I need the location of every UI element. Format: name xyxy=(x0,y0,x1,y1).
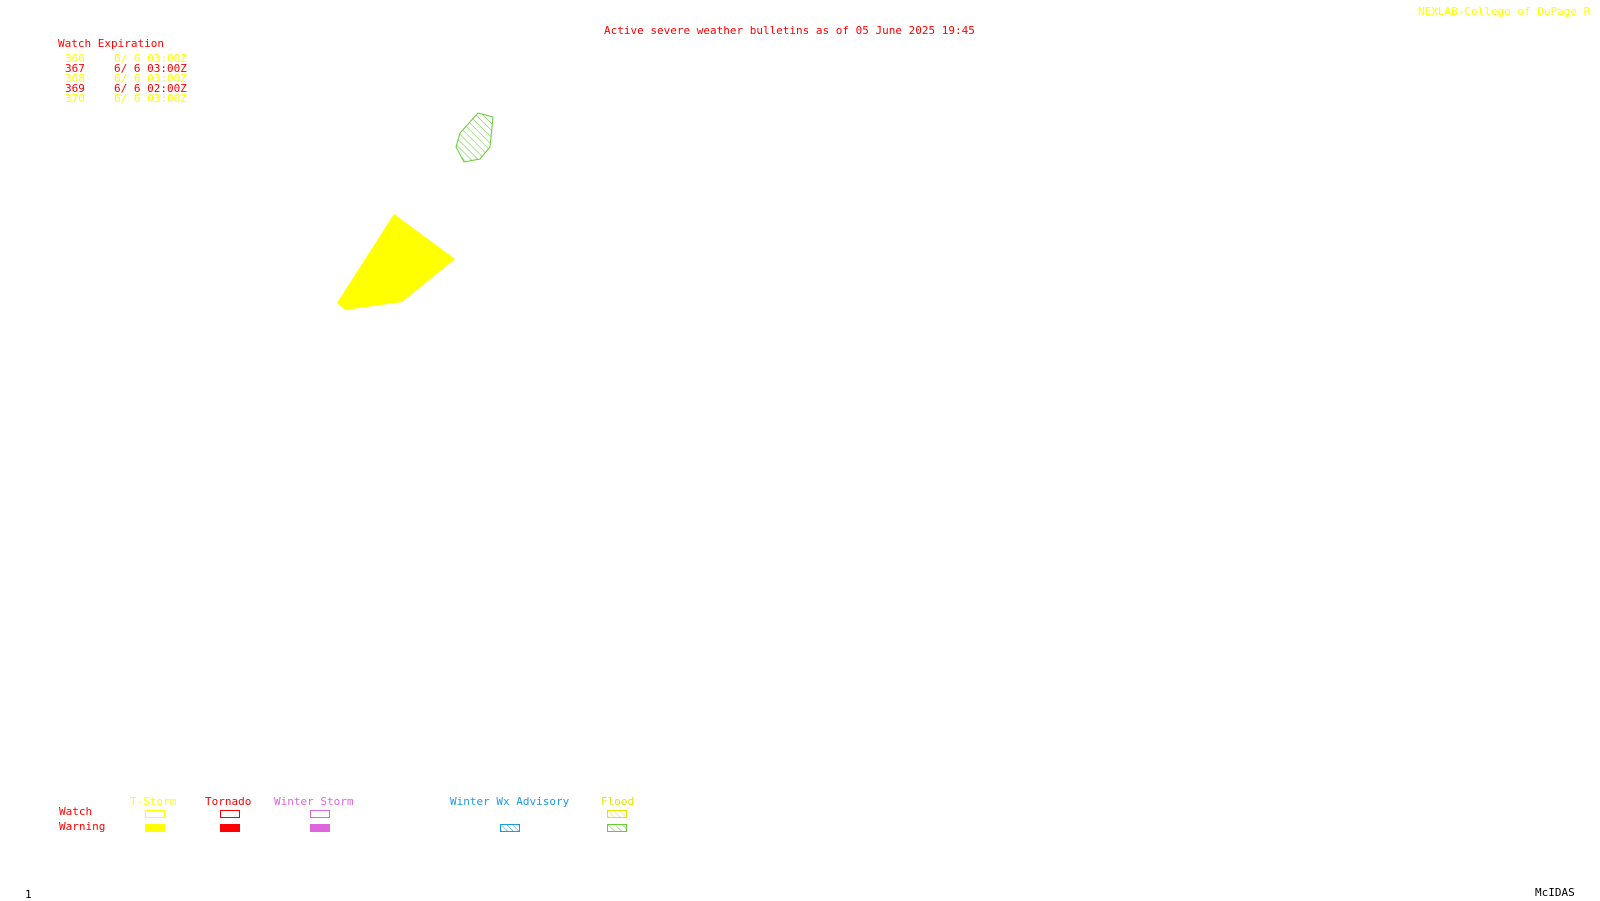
legend-winter-storm-warning-swatch xyxy=(310,824,330,832)
legend-winter-storm-label: Winter Storm xyxy=(274,795,354,808)
legend-row-warning: Warning xyxy=(59,820,106,833)
legend-tstorm-label: T-Storm xyxy=(130,795,177,808)
legend-tornado-label: Tornado xyxy=(205,795,252,808)
legend-winter-storm-watch-swatch xyxy=(310,810,330,818)
watch-expiration-heading: Watch Expiration xyxy=(58,37,164,50)
legend-tornado-watch-swatch xyxy=(220,810,240,818)
legend-flood-watch-swatch xyxy=(607,810,627,818)
tstorm-warning-polygon xyxy=(337,214,455,310)
software-label: McIDAS xyxy=(1535,886,1575,899)
watch-expires: 6/ 6 03:00Z xyxy=(114,52,187,65)
legend-tstorm-watch-swatch xyxy=(145,810,165,818)
legend-row-watch: Watch xyxy=(59,805,93,818)
watch-expires: 6/ 6 03:00Z xyxy=(114,62,187,75)
watch-id: 367 xyxy=(65,62,85,75)
flood-warning-polygon xyxy=(455,112,494,163)
watch-id: 369 xyxy=(65,82,85,95)
watch-expires: 6/ 6 02:00Z xyxy=(114,82,187,95)
legend-winter-advisory-warning-swatch xyxy=(500,824,520,832)
legend-tstorm-warning-swatch xyxy=(145,824,165,832)
watch-expires: 6/ 6 03:00Z xyxy=(114,92,187,105)
legend-tornado-warning-swatch xyxy=(220,824,240,832)
watch-id: 368 xyxy=(65,72,85,85)
bulletin-title: Active severe weather bulletins as of 05… xyxy=(604,24,975,37)
legend-flood-warning-swatch xyxy=(607,824,627,832)
credit-label: NEXLAB-College of DuPage R xyxy=(1418,5,1591,18)
watch-id: 366 xyxy=(65,52,85,65)
frame-number: 1 xyxy=(25,888,32,901)
legend-flood-label: Flood xyxy=(601,795,635,808)
legend-winter-advisory-label: Winter Wx Advisory xyxy=(450,795,570,808)
watch-expires: 6/ 6 03:00Z xyxy=(114,72,187,85)
watch-id: 370 xyxy=(65,92,85,105)
